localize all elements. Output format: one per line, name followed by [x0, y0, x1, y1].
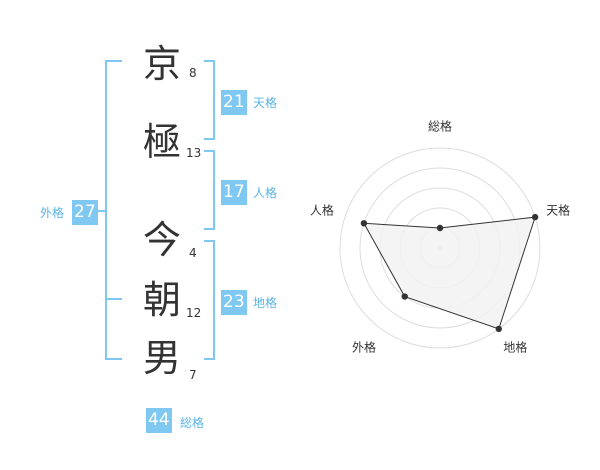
radar-grid-ring-5: [339, 147, 541, 349]
radar-point-3: [495, 325, 502, 333]
tenkaku-value-badge: 21: [221, 90, 247, 115]
chikaku-label: 地格: [253, 296, 278, 310]
stroke-count-4: 12: [186, 306, 202, 320]
gaikaku-bracket: [105, 60, 122, 360]
tenkaku-bracket: [204, 60, 215, 140]
name-char-5: 男: [142, 336, 181, 380]
stroke-count-5: 7: [189, 368, 197, 382]
jinkaku-label: 人格: [253, 186, 278, 200]
stroke-count-1: 8: [189, 66, 197, 80]
chikaku-value-badge: 23: [221, 290, 247, 315]
radar-axis-label-1: 総格: [428, 118, 452, 133]
soukaku-value-badge: 44: [146, 408, 172, 433]
radar-axis-label-3: 地格: [503, 339, 527, 354]
gaikaku-label: 外格: [40, 206, 65, 220]
name-char-1: 京: [142, 42, 181, 86]
radar-axis-label-5: 人格: [310, 203, 334, 218]
jinkaku-value-badge: 17: [221, 180, 247, 205]
chikaku-bracket: [204, 240, 215, 360]
jinkaku-bracket: [204, 150, 215, 230]
radar-point-5: [360, 220, 368, 227]
name-char-4: 朝: [142, 278, 181, 322]
radar-point-4: [401, 293, 408, 300]
radar-point-2: [531, 213, 539, 221]
gaikaku-bracket-divider: [105, 298, 122, 300]
stroke-count-3: 4: [189, 246, 197, 260]
name-char-3: 今: [142, 218, 181, 262]
gaikaku-bracket-tick: [95, 210, 105, 212]
radar-series-polygon: [363, 216, 536, 330]
soukaku-label: 総格: [180, 416, 205, 430]
tenkaku-label: 天格: [253, 96, 278, 110]
gaikaku-value-badge: 27: [72, 200, 98, 225]
radar-axis-label-4: 外格: [352, 339, 376, 354]
radar-point-1: [436, 224, 444, 232]
radar-axis-label-2: 天格: [546, 203, 570, 218]
stroke-count-2: 13: [186, 146, 202, 160]
name-char-2: 極: [142, 120, 181, 164]
